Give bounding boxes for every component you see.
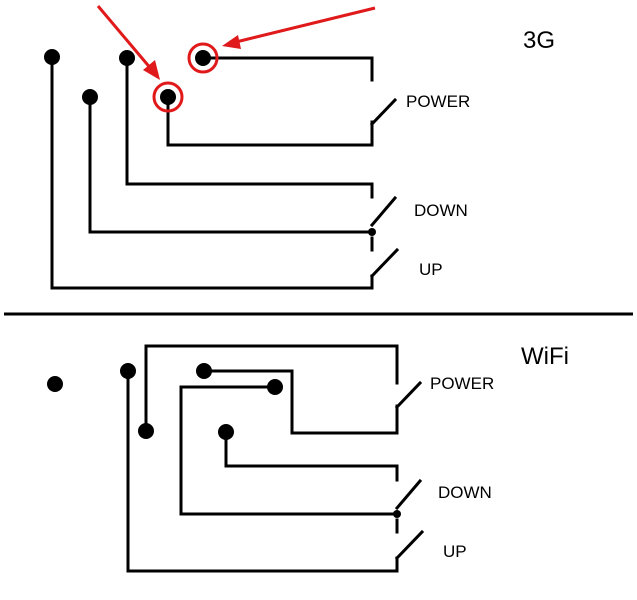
terminal-dot — [218, 424, 234, 440]
label-wifi-power: POWER — [430, 374, 494, 393]
wire-wifi-down-top — [224, 430, 399, 482]
label-3g-up: UP — [419, 260, 443, 279]
wire-3g-down-top — [125, 56, 374, 199]
title-3g: 3G — [523, 27, 555, 54]
switch-wifi-power — [394, 380, 423, 410]
section-wifi — [126, 344, 425, 573]
wire-3g-power-bottom — [166, 95, 374, 147]
terminal-dot — [119, 50, 135, 66]
terminal-dot — [120, 363, 136, 379]
switch-wifi-down — [394, 478, 423, 511]
arrowheads-3g — [143, 35, 241, 80]
terminal-dot — [47, 376, 63, 392]
highlight-circle — [187, 42, 219, 74]
terminal-dot — [82, 89, 98, 105]
switch-wifi-up — [394, 529, 425, 561]
junction-dot — [368, 228, 376, 236]
switch-3g-down — [369, 195, 398, 228]
label-3g-down: DOWN — [414, 201, 468, 220]
annotations-3g — [96, 5, 376, 113]
highlight-circle — [152, 81, 184, 113]
terminals-wifi — [47, 363, 401, 518]
terminal-dot — [160, 89, 176, 105]
switch-3g-up — [369, 247, 400, 279]
junction-dot — [393, 510, 401, 518]
wire-3g-power-top — [201, 56, 374, 82]
terminal-dot — [267, 379, 283, 395]
arrow-shaft — [235, 6, 376, 44]
wire-wifi-power-bottom — [202, 369, 399, 435]
arrow-shaft — [96, 5, 154, 71]
wire-wifi-up-bottom — [126, 369, 399, 573]
terminal-dot — [44, 49, 60, 65]
section-3g — [50, 56, 400, 290]
wire-3g-down-bottom — [88, 95, 374, 234]
wire-3g-up-bottom — [50, 56, 374, 290]
label-wifi-up: UP — [443, 542, 467, 561]
switch-3g-power — [369, 97, 398, 127]
arrowhead — [143, 60, 160, 80]
terminal-dot — [196, 363, 212, 379]
label-3g-power: POWER — [406, 92, 470, 111]
label-wifi-down: DOWN — [438, 483, 492, 502]
terminals-3g — [44, 49, 376, 236]
wire-wifi-power-top — [144, 344, 399, 433]
terminal-dot — [138, 423, 154, 439]
wire-wifi-down-bottom — [179, 385, 399, 516]
terminal-dot — [195, 50, 211, 66]
title-wifi: WiFi — [521, 343, 569, 370]
arrowhead — [222, 35, 241, 49]
